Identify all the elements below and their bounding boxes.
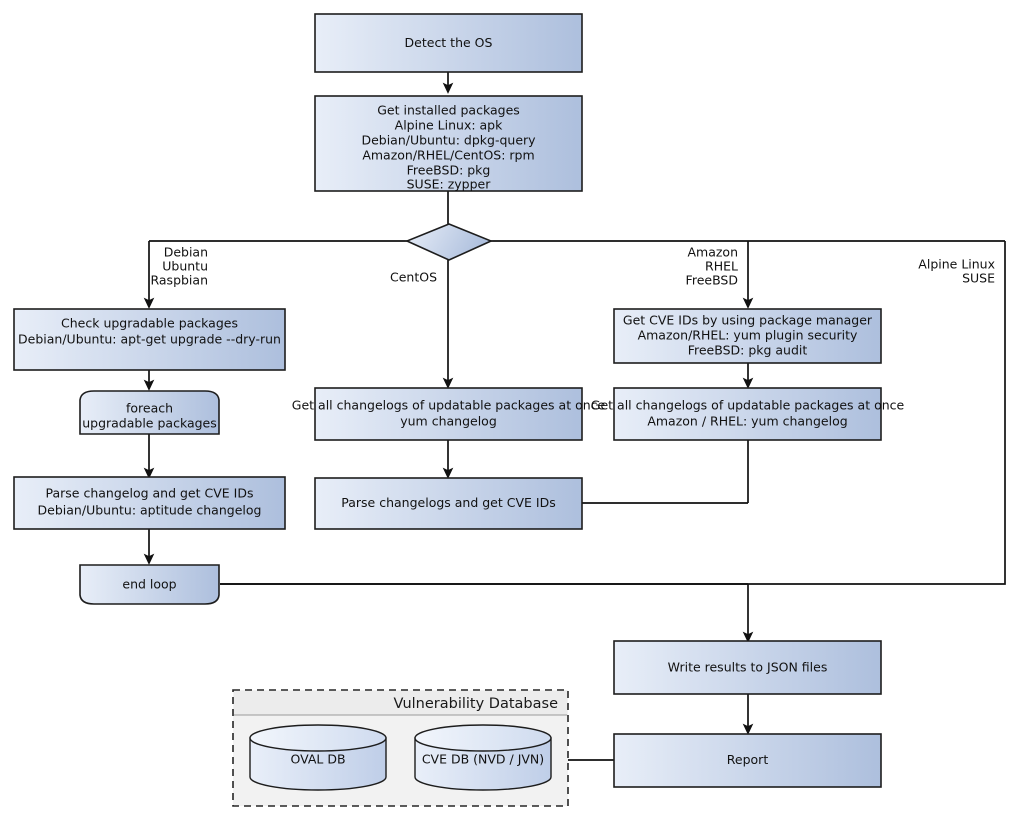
node-installed-line-5: FreeBSD: pkg <box>407 163 491 178</box>
node-installed-line-2: Alpine Linux: apk <box>395 118 503 133</box>
node-get-installed-packages[interactable]: Get installed packages Alpine Linux: apk… <box>314 95 583 192</box>
db-cylinder-cve[interactable]: CVE DB (NVD / JVN) <box>414 724 552 791</box>
node-changelogs-centos-line-1: Get all changelogs of updatable packages… <box>292 398 606 413</box>
node-parse-changelog-deb-line-1: Parse changelog and get CVE IDs <box>46 486 254 501</box>
node-changelogs-centos-line-2: yum changelog <box>400 414 497 429</box>
node-changelogs-centos[interactable]: Get all changelogs of updatable packages… <box>292 387 606 441</box>
node-report-label: Report <box>727 752 769 767</box>
node-check-upgradable-line-2: Debian/Ubuntu: apt-get upgrade --dry-run <box>18 332 281 347</box>
edge-label-amazon: Amazon RHEL FreeBSD <box>686 245 738 288</box>
node-write-json[interactable]: Write results to JSON files <box>613 640 882 695</box>
branch-amazon-line-3: FreeBSD <box>686 273 738 288</box>
node-end-loop[interactable]: end loop <box>79 564 220 605</box>
node-foreach-line-1: foreach <box>126 401 173 416</box>
node-check-upgradable[interactable]: Check upgradable packages Debian/Ubuntu:… <box>13 308 286 371</box>
branch-debian-line-1: Debian <box>164 245 208 260</box>
edge-label-centos: CentOS <box>390 270 437 285</box>
node-changelogs-rhel-line-2: Amazon / RHEL: yum changelog <box>647 414 847 429</box>
node-parse-changelog-deb-line-2: Debian/Ubuntu: aptitude changelog <box>38 503 262 518</box>
node-get-cve-pkgmgr-line-3: FreeBSD: pkg audit <box>688 343 808 358</box>
node-installed-line-1: Get installed packages <box>377 103 520 118</box>
edge-label-alpine: Alpine Linux SUSE <box>918 257 995 286</box>
node-parse-changelogs-centos[interactable]: Parse changelogs and get CVE IDs <box>314 477 583 530</box>
branch-alpine-line-2: SUSE <box>962 271 995 286</box>
node-end-loop-label: end loop <box>122 577 176 592</box>
node-installed-line-4: Amazon/RHEL/CentOS: rpm <box>362 148 534 163</box>
node-detect-os-label: Detect the OS <box>405 35 493 50</box>
node-get-cve-pkgmgr-line-1: Get CVE IDs by using package manager <box>623 313 873 328</box>
node-changelogs-rhel-line-1: Get all changelogs of updatable packages… <box>591 398 905 413</box>
node-foreach-line-2: upgradable packages <box>82 416 217 431</box>
branch-amazon-line-2: RHEL <box>705 259 738 274</box>
group-vulnerability-database-title: Vulnerability Database <box>394 696 559 712</box>
node-report[interactable]: Report <box>613 733 882 788</box>
node-detect-os[interactable]: Detect the OS <box>314 13 583 73</box>
connector-layer <box>143 72 1006 761</box>
branch-amazon-line-1: Amazon <box>687 245 738 260</box>
node-get-cve-pkgmgr-line-2: Amazon/RHEL: yum plugin security <box>638 328 858 343</box>
node-parse-changelog-debian[interactable]: Parse changelog and get CVE IDs Debian/U… <box>13 476 286 530</box>
node-write-json-label: Write results to JSON files <box>668 660 828 675</box>
node-check-upgradable-line-1: Check upgradable packages <box>61 316 238 331</box>
branch-debian-line-3: Raspbian <box>150 273 208 288</box>
db-cylinder-oval[interactable]: OVAL DB <box>249 724 387 791</box>
node-os-decision[interactable] <box>404 223 494 261</box>
branch-alpine-line-1: Alpine Linux <box>918 257 995 272</box>
node-changelogs-rhel[interactable]: Get all changelogs of updatable packages… <box>591 387 905 441</box>
db-cylinder-cve-label: CVE DB (NVD / JVN) <box>422 752 544 767</box>
node-parse-changelogs-centos-label: Parse changelogs and get CVE IDs <box>341 495 555 510</box>
node-foreach-loop[interactable]: foreach upgradable packages <box>79 390 220 435</box>
node-get-cve-pkgmgr[interactable]: Get CVE IDs by using package manager Ama… <box>613 308 882 364</box>
branch-centos-line-1: CentOS <box>390 270 437 285</box>
node-installed-line-6: SUSE: zypper <box>407 177 492 192</box>
edge-label-debian: Debian Ubuntu Raspbian <box>150 245 208 288</box>
db-cylinder-oval-label: OVAL DB <box>290 752 345 767</box>
node-installed-line-3: Debian/Ubuntu: dpkg-query <box>361 133 536 148</box>
group-vulnerability-database: Vulnerability Database OVAL DB CVE DB (N… <box>232 689 569 807</box>
branch-debian-line-2: Ubuntu <box>162 259 208 274</box>
